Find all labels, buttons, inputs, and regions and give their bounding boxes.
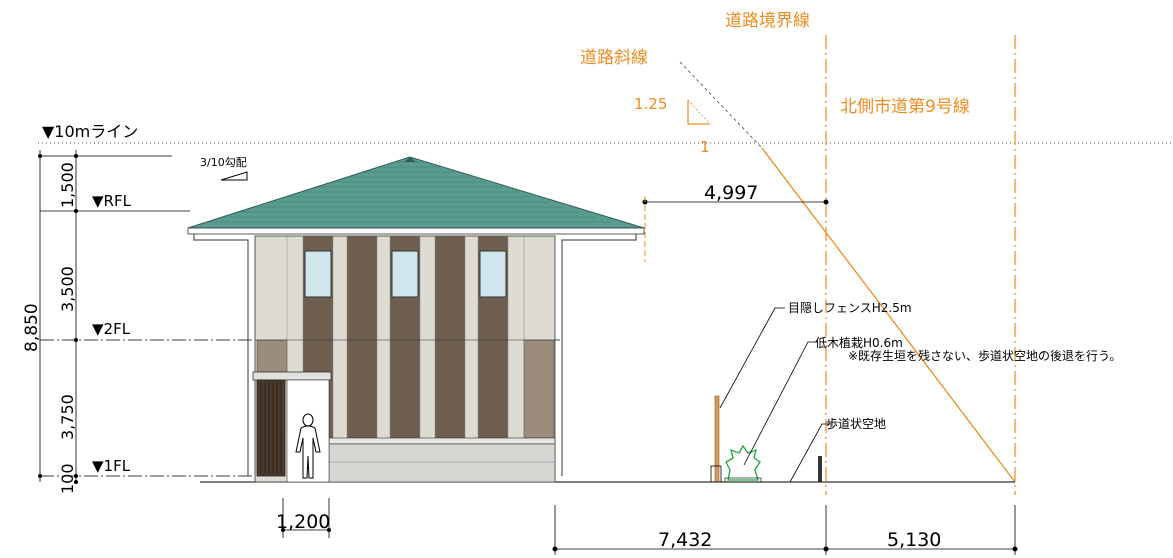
roof-pitch-label: 3/10勾配 [200, 156, 247, 169]
dim-3500: 3,500 [58, 266, 77, 312]
ten-m-line-label: ▼10mライン [42, 122, 138, 141]
house [187, 156, 645, 483]
fence [714, 395, 720, 483]
slope-unit-label: 1 [700, 138, 710, 156]
road-slope-line [761, 147, 1016, 483]
offset-dim-4997: 4,997 [704, 182, 758, 204]
person-icon [295, 413, 321, 479]
door [256, 379, 286, 477]
planting-note: ※既存生垣を残さない、歩道状空地の後退を行う。 [848, 348, 1121, 363]
rfl-label: ▼RFL [92, 192, 132, 210]
fence-label: 目隠しフェンスH2.5m [788, 301, 912, 315]
road-slope-line-upper [679, 61, 763, 149]
dim-1500: 1,500 [58, 162, 77, 208]
dim-1200: 1,200 [276, 511, 330, 533]
total-height-dim: 8,850 [22, 303, 42, 352]
road-boundary-label: 道路境界線 [725, 11, 810, 31]
sidewalk-label: 歩道状空地 [826, 416, 886, 431]
window [304, 250, 332, 298]
shrub-icon [725, 444, 761, 481]
road-slope-label: 道路斜線 [580, 48, 648, 68]
slope-triangle-icon [687, 100, 710, 125]
dim-7432: 7,432 [658, 529, 712, 551]
slope-ratio-label: 1.25 [634, 95, 667, 113]
second-fl-label: ▼2FL [92, 320, 131, 338]
planting-label: 低木植栽H0.6m [815, 335, 903, 350]
dim-100: 100 [58, 463, 77, 494]
city-road-label: 北側市道第9号線 [840, 97, 970, 117]
window [391, 250, 419, 298]
window [479, 250, 507, 298]
dim-3750: 3,750 [58, 394, 77, 440]
roof-pitch-icon [220, 171, 248, 181]
first-fl-label: ▼1FL [92, 457, 131, 475]
dim-5130: 5,130 [887, 529, 941, 551]
roof [187, 156, 645, 229]
